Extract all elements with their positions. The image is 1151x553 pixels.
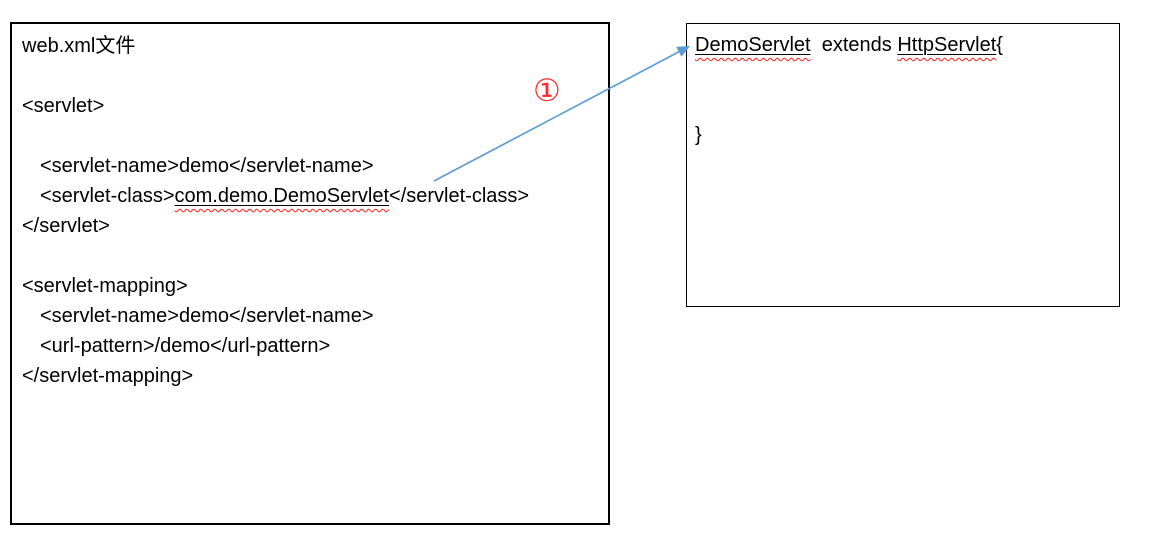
code-line-class-declaration: DemoServlet extends HttpServlet{ bbox=[695, 30, 1111, 60]
superclass-name: HttpServlet bbox=[897, 34, 997, 56]
blank-line bbox=[695, 60, 1111, 90]
servlet-class-open-tag: <servlet-class> bbox=[40, 185, 175, 207]
extends-keyword: extends bbox=[810, 34, 898, 56]
servlet-class-value-underline: com.demo.DemoServlet bbox=[175, 185, 390, 207]
webxml-box: web.xml文件 <servlet> <servlet-name>demo</… bbox=[10, 22, 610, 525]
code-line-close-brace: } bbox=[695, 124, 702, 146]
webxml-title: web.xml文件 bbox=[22, 35, 136, 57]
superclass-underline: HttpServlet bbox=[897, 34, 996, 56]
class-name-underline: DemoServlet bbox=[695, 34, 811, 56]
servlet-class-value: com.demo.DemoServlet bbox=[174, 185, 390, 207]
servlet-class-close-tag: </servlet-class> bbox=[389, 185, 530, 207]
blank-line bbox=[22, 121, 598, 151]
class-name: DemoServlet bbox=[695, 34, 811, 56]
code-line-servlet-name: <servlet-name>demo</servlet-name> bbox=[40, 155, 374, 177]
servlet-class-box: DemoServlet extends HttpServlet{ } bbox=[686, 23, 1120, 307]
code-line-servlet-close: </servlet> bbox=[22, 215, 110, 237]
code-line-mapping-close: </servlet-mapping> bbox=[22, 365, 194, 387]
blank-line bbox=[22, 241, 598, 271]
step-1-annotation: ① bbox=[533, 73, 561, 108]
code-line-servlet-class: <servlet-class>com.demo.DemoServlet</ser… bbox=[22, 181, 598, 211]
code-line-url-pattern: <url-pattern>/demo</url-pattern> bbox=[40, 335, 331, 357]
open-brace: { bbox=[996, 34, 1003, 56]
code-line-mapping-open: <servlet-mapping> bbox=[22, 275, 188, 297]
blank-line bbox=[695, 90, 1111, 120]
blank-line bbox=[22, 61, 598, 91]
code-line-servlet-open: <servlet> bbox=[22, 95, 105, 117]
code-line-mapping-servlet-name: <servlet-name>demo</servlet-name> bbox=[40, 305, 374, 327]
